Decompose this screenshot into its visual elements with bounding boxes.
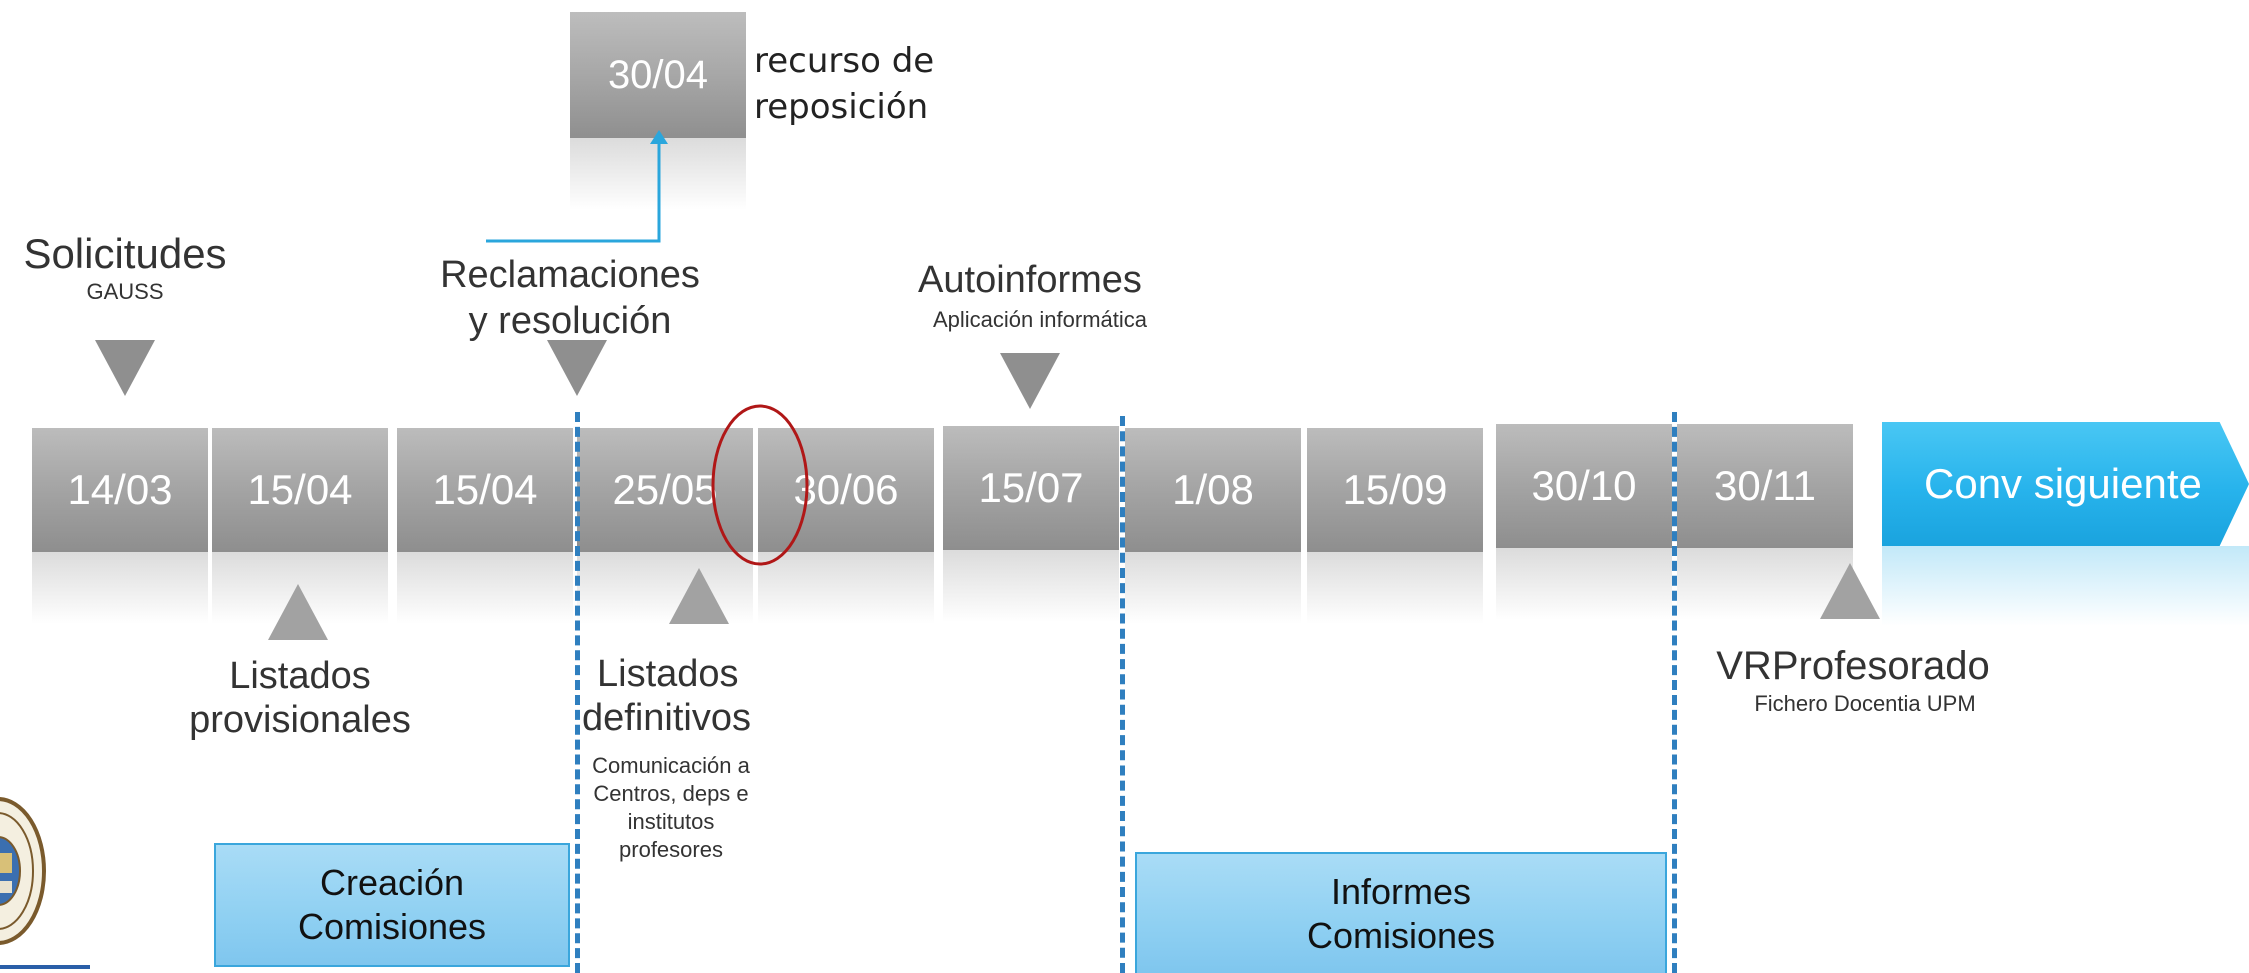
- creacion-line2: Comisiones: [297, 906, 487, 947]
- date-box-8: 15/09: [1307, 428, 1483, 624]
- listados-definitivos-line1: Listados: [597, 653, 739, 695]
- date-label: 30/10: [1531, 462, 1637, 509]
- solicitudes-pointer: [95, 340, 155, 396]
- date-box-1: 14/03: [32, 428, 208, 624]
- separator-line-2: [1120, 416, 1125, 973]
- note-line: profesores: [619, 837, 723, 862]
- date-label: 14/03: [67, 466, 173, 513]
- recurso-date: 30/04: [607, 52, 709, 97]
- next-call-label: Conv siguiente: [1924, 460, 2202, 507]
- date-box-7: 1/08: [1125, 428, 1301, 624]
- date-box-3: 15/04: [397, 428, 573, 624]
- informes-line1: Informes: [1330, 870, 1472, 912]
- recurso-date-box: 30/04: [570, 12, 746, 138]
- reclamaciones-label: Reclamaciones y resolución: [420, 252, 720, 344]
- date-label: 15/04: [247, 466, 353, 513]
- next-call-arrow: Conv siguiente: [1882, 422, 2249, 546]
- listados-definitivos-pointer: [669, 568, 729, 624]
- date-box-10: 30/11: [1677, 424, 1853, 620]
- reclamaciones-line1: Reclamaciones: [440, 254, 700, 296]
- highlight-ellipse: [711, 404, 809, 566]
- vrprofesorado-title: VRProfesorado: [1716, 644, 1990, 688]
- reclamaciones-line2: y resolución: [468, 300, 672, 342]
- note-line: institutos: [627, 809, 715, 834]
- autoinformes-pointer: [1000, 353, 1060, 409]
- autoinformes-title: Autoinformes: [918, 259, 1142, 301]
- date-label: 1/08: [1172, 466, 1254, 513]
- date-label: 15/09: [1342, 466, 1448, 513]
- date-box-6: 15/07: [943, 426, 1119, 622]
- creacion-comisiones-box: Creación Comisiones: [214, 843, 570, 967]
- creacion-line1: Creación: [319, 862, 465, 903]
- date-label: 15/07: [978, 464, 1084, 511]
- listados-definitivos-note: Comunicación a Centros, deps e instituto…: [576, 752, 766, 864]
- date-label: 30/06: [793, 466, 899, 513]
- listados-provisionales-line1: Listados: [229, 655, 371, 697]
- note-line: Centros, deps e: [593, 781, 749, 806]
- listados-provisionales-line2: provisionales: [189, 699, 411, 741]
- next-call-reflection: [1882, 546, 2249, 626]
- recurso-label: recurso de reposición: [754, 38, 934, 130]
- recurso-connector-arrow: [486, 130, 668, 243]
- informes-comisiones-box: Informes Comisiones: [1135, 852, 1667, 973]
- date-label: 25/05: [612, 466, 718, 513]
- autoinformes-subtitle: Aplicación informática: [933, 307, 1147, 332]
- date-box-2: 15/04: [212, 428, 388, 624]
- date-label: 30/11: [1714, 462, 1816, 509]
- date-box-9: 30/10: [1496, 424, 1672, 620]
- listados-definitivos-label: Listados definitivos: [582, 652, 752, 740]
- solicitudes-title: Solicitudes: [23, 230, 227, 277]
- listados-provisionales-label: Listados provisionales: [160, 654, 440, 742]
- recurso-label-line2: reposición: [754, 87, 929, 127]
- solicitudes-subtitle: GAUSS: [86, 279, 164, 304]
- date-label: 15/04: [432, 466, 538, 513]
- vrprofesorado-pointer: [1820, 563, 1880, 619]
- listados-provisionales-pointer: [268, 584, 328, 640]
- separator-line-1: [575, 412, 580, 973]
- recurso-label-line1: recurso de: [754, 41, 935, 81]
- listados-definitivos-line2: definitivos: [582, 697, 751, 739]
- university-seal-logo: [0, 797, 90, 969]
- vrprofesorado-subtitle: Fichero Docentia UPM: [1754, 691, 1976, 716]
- informes-line2: Comisiones: [1306, 914, 1496, 956]
- reclamaciones-pointer: [547, 340, 607, 396]
- separator-line-3: [1672, 412, 1677, 973]
- date-box-5: 30/06: [758, 428, 934, 624]
- note-line: Comunicación a: [592, 753, 750, 778]
